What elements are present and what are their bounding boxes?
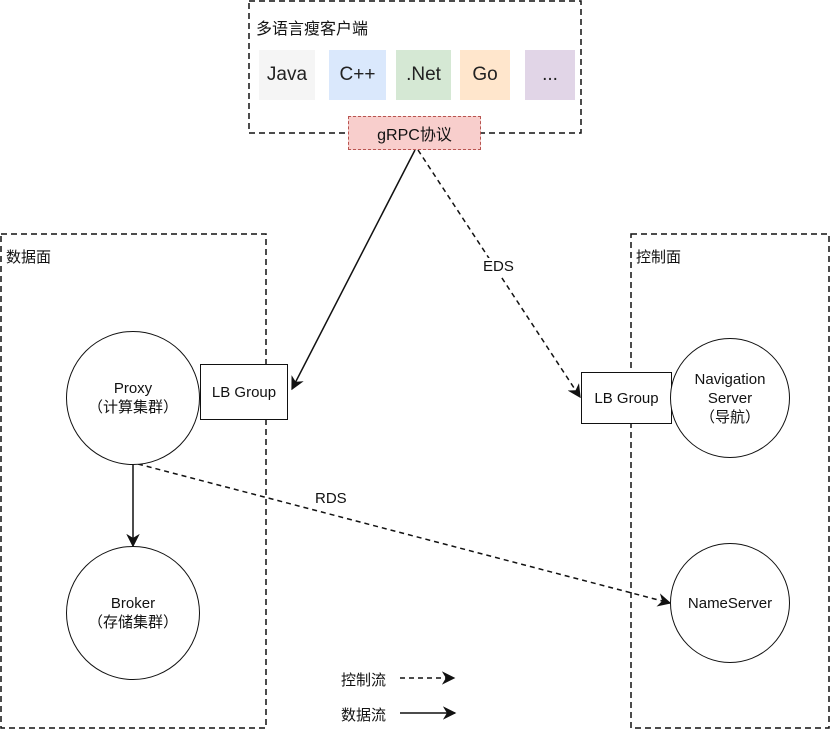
navigation-subtitle: （导航） (699, 408, 760, 426)
edge-grpc-to-data-lb (291, 149, 416, 391)
data-plane-container (0, 233, 267, 729)
broker-node: Broker （存储集群） (66, 546, 200, 680)
edge-rds (137, 463, 672, 607)
edge-label-rds: RDS (314, 490, 348, 507)
proxy-node: Proxy （计算集群） (66, 331, 200, 465)
control-plane-title: 控制面 (636, 249, 682, 266)
nameserver-node: NameServer (670, 543, 790, 663)
proxy-name: Proxy (113, 380, 153, 397)
control-plane-container (630, 233, 830, 729)
control-plane-lb-group: LB Group (581, 372, 672, 424)
language-chip-more: ... (525, 50, 575, 100)
language-chip-cpp: C++ (329, 50, 386, 100)
language-chip-go: Go (460, 50, 510, 100)
navigation-name-2: Server (707, 389, 753, 407)
legend-control-flow-label: 控制流 (341, 672, 387, 689)
navigation-name: Navigation (694, 370, 766, 388)
data-plane-lb-group: LB Group (200, 364, 288, 420)
proxy-subtitle: （计算集群） (87, 399, 178, 416)
nameserver-name: NameServer (687, 594, 773, 612)
edge-label-eds: EDS (482, 258, 515, 275)
client-group-title: 多语言瘦客户端 (256, 21, 369, 38)
broker-subtitle: （存储集群） (87, 614, 178, 631)
data-plane-title: 数据面 (6, 249, 52, 266)
language-chip-java: Java (259, 50, 315, 100)
language-chip-dotnet: .Net (396, 50, 451, 100)
legend-data-flow-label: 数据流 (341, 707, 387, 724)
grpc-protocol-box: gRPC协议 (348, 116, 481, 150)
broker-name: Broker (110, 595, 156, 612)
navigation-server-node: Navigation Server （导航） (670, 338, 790, 458)
